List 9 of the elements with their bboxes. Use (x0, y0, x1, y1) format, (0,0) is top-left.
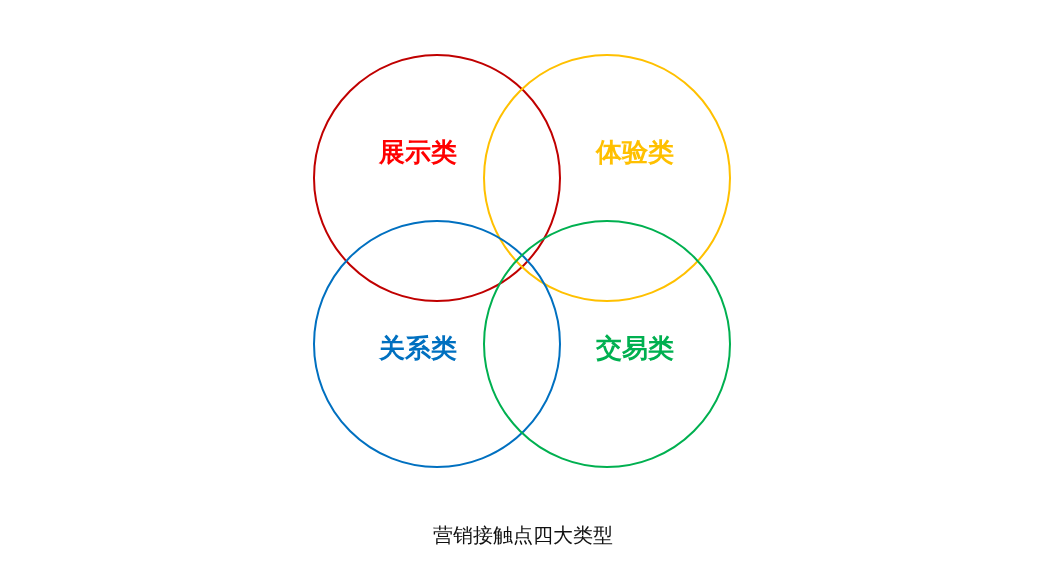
category-label: 体验类 (596, 135, 674, 169)
category-label: 关系类 (379, 331, 457, 365)
caption: 营销接触点四大类型 (433, 521, 613, 549)
venn-circle (483, 54, 731, 302)
category-label: 交易类 (596, 331, 674, 365)
category-label: 展示类 (379, 135, 457, 169)
venn-circle (313, 54, 561, 302)
venn-circle (483, 220, 731, 468)
venn-circle (313, 220, 561, 468)
